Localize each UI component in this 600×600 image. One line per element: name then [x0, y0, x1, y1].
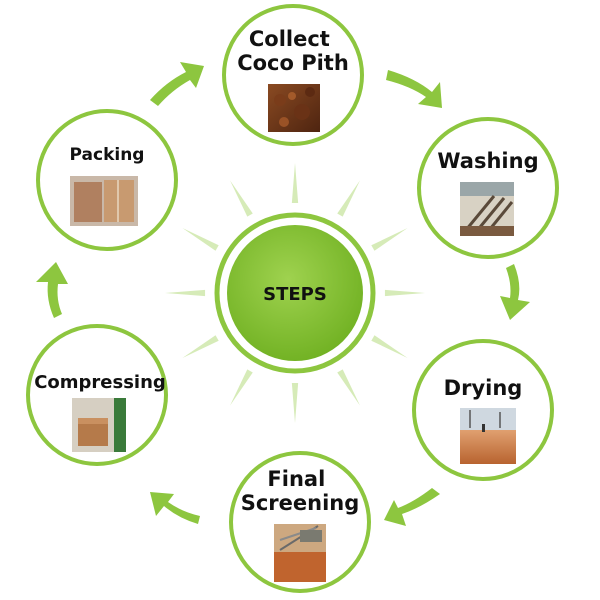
center-ray [182, 228, 219, 251]
coco-pith-photo [268, 84, 320, 132]
screening-photo [274, 524, 326, 582]
packing-photo [70, 176, 138, 226]
step-packing: Packing [36, 109, 178, 251]
step-label-line: Coco Pith [237, 51, 349, 75]
washing-photo [460, 182, 514, 236]
step-label-line: Screening [241, 491, 360, 515]
step-ring [222, 4, 364, 146]
arrow-drying-to-screening [384, 488, 440, 526]
step-label: Final Screening [241, 467, 360, 515]
step-washing: Washing [417, 117, 559, 259]
center-rays [165, 163, 425, 423]
step-compressing: Compressing [26, 324, 168, 466]
drying-photo [460, 408, 516, 464]
center-ray [165, 289, 206, 297]
step-ring [229, 451, 371, 593]
center-ray [230, 180, 253, 217]
step-label: Drying [444, 376, 523, 400]
arrow-compressing-to-packing [36, 262, 68, 318]
step-label-line: Packing [70, 145, 145, 165]
center-disc [227, 225, 363, 361]
arrow-collect-to-washing [386, 70, 442, 108]
step-label-line: Washing [437, 149, 538, 173]
center-ray [230, 369, 253, 406]
center-ray [371, 228, 408, 251]
arrow-screening-to-compressing [150, 492, 200, 524]
center-ray [291, 163, 299, 204]
center-ray [182, 335, 219, 358]
step-collect: Collect Coco Pith [222, 4, 364, 146]
center-ray [384, 289, 425, 297]
step-final-screening: Final Screening [229, 451, 371, 593]
center-ray [337, 180, 360, 217]
step-label: Washing [437, 149, 538, 173]
step-label-line: Collect [249, 27, 330, 51]
step-drying: Drying [412, 339, 554, 481]
step-label: Packing [70, 145, 145, 165]
center-ray [371, 335, 408, 358]
cycle-arrows [36, 62, 530, 526]
center-ray [337, 369, 360, 406]
center-ray [291, 382, 299, 423]
step-label: Collect Coco Pith [237, 27, 349, 75]
step-label-line: Drying [444, 376, 523, 400]
arrow-washing-to-drying [500, 264, 530, 320]
arrow-packing-to-collect [150, 62, 204, 106]
compressing-photo [72, 398, 126, 452]
step-ring [26, 324, 168, 466]
step-label: Compressing [34, 372, 166, 393]
step-label-line: Compressing [34, 372, 166, 393]
center-node: STEPS [214, 212, 376, 374]
step-label-line: Final [267, 467, 325, 491]
center-label: STEPS [263, 284, 327, 305]
